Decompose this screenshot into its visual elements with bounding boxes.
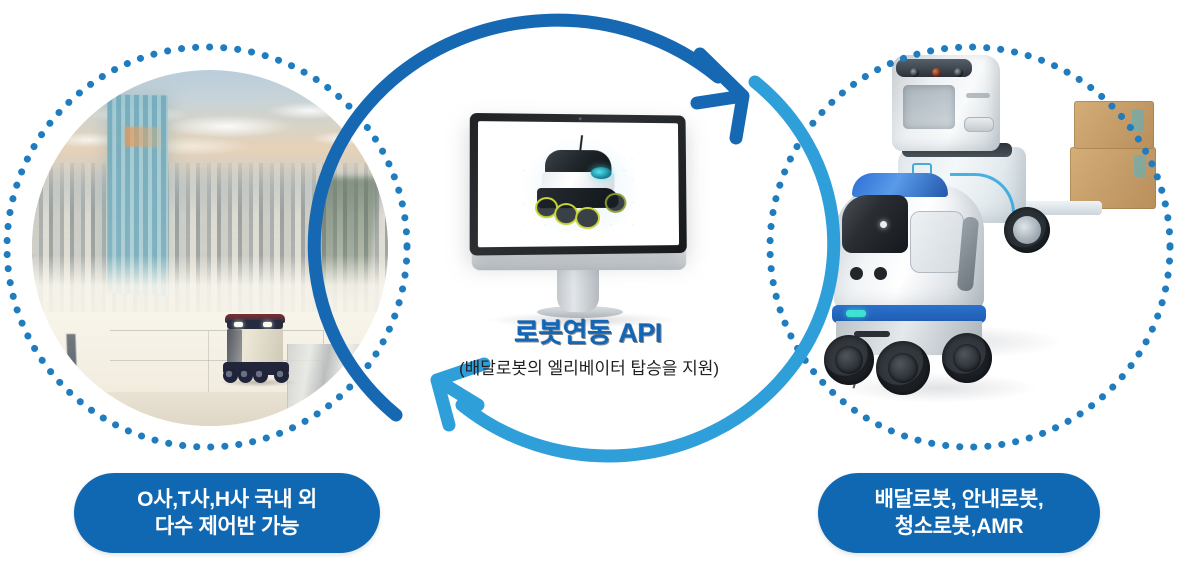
left-circle-photo [32,70,388,426]
arrow-right-top-head [690,47,750,145]
robot-sensor-eye [874,267,887,280]
sensor-bar [896,59,972,77]
left-label-line-1: O사,T사,H사 국내 외 [137,487,317,511]
box-label [1132,109,1144,131]
elevator-indicator [359,384,366,390]
page-subtitle: (배달로봇의 엘리베이터 탑승을 지원) [458,358,720,381]
desktop-monitor [469,112,691,328]
monitor-screen [477,121,680,248]
box-label [1134,155,1146,177]
building-lobby [32,255,388,426]
robot-sensor-eye [850,267,863,280]
right-label-pill[interactable]: 배달로봇, 안내로봇, 청소로봇,AMR [818,473,1100,553]
right-circle-robots [820,55,1156,435]
robot-vent [966,93,990,98]
elevator-call-panel [357,361,368,398]
robot-handle-slot [964,117,994,132]
robot-wheel [942,333,992,383]
robot-headlight [262,322,272,328]
subtitle-line-2: 탑승을 지원) [630,359,720,378]
elevator-bank [287,343,381,416]
camera-icon [910,68,919,77]
cardboard-box [1070,147,1156,209]
robot-visor [842,195,908,253]
front-delivery-robot [824,173,1000,403]
elevator-indicator [359,366,366,372]
robot-display-panel [903,85,955,129]
robot-headlight [233,322,243,328]
robot-vent-slot [854,331,890,337]
robot-wheel [237,368,253,384]
robot-wheel [252,368,268,384]
robot-wheel [222,368,238,384]
page-title: 로봇연동 API [514,318,662,348]
elevator-indicator [359,375,366,381]
robot-blue-dome [852,173,948,197]
left-label-pill[interactable]: O사,T사,H사 국내 외 다수 제어반 가능 [74,473,380,553]
robot-wheel [824,335,874,385]
robot-wheel [876,341,930,395]
subtitle-line-1: (배달로봇의 엘리베이터 [458,359,626,378]
delivery-robot-blueprint [523,135,640,232]
webcam-icon [578,117,582,121]
lobby-delivery-robot [218,311,297,388]
cart-robot-head [892,55,1000,151]
robot-cargo-door [226,329,242,364]
cardboard-box [1074,101,1154,149]
robot-wheel [554,202,578,225]
left-label-line-2: 다수 제어반 가능 [154,515,300,538]
monitor-stand [557,268,599,312]
camera-icon [954,68,963,77]
clouds [32,91,388,170]
robot-wheel [273,368,289,384]
monitor-bezel [469,112,687,256]
camera-icon [932,68,941,77]
right-label-line-1: 배달로봇, 안내로봇, [874,487,1044,511]
robot-cargo-door [910,211,964,273]
cart-robot-wheel [1004,207,1050,253]
right-label-line-2: 청소로봇,AMR [894,515,1024,538]
